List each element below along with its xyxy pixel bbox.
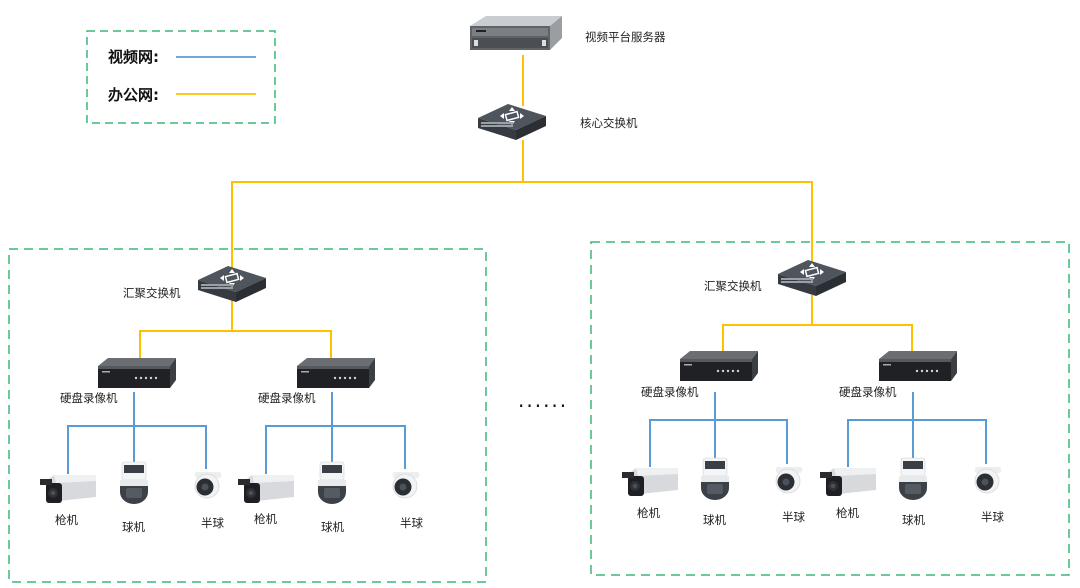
dome-camera-icon	[392, 471, 420, 499]
dome-camera-icon	[775, 466, 803, 494]
aggregation-switch-label: 汇聚交换机	[704, 279, 762, 293]
camera-dome[interactable]: 半球	[974, 466, 1005, 524]
nvr-icon	[98, 358, 176, 388]
camera-label: 球机	[902, 513, 925, 527]
server-label: 视频平台服务器	[585, 30, 666, 44]
bullet-camera-icon	[40, 475, 96, 503]
server-node[interactable]: 视频平台服务器	[470, 16, 666, 50]
link-nvr-cameras	[265, 425, 406, 474]
camera-ptz[interactable]: 球机	[317, 461, 347, 534]
link-agg2-nvr1	[722, 295, 813, 354]
camera-label: 半球	[782, 510, 805, 524]
legend-label-video: 视频网:	[108, 48, 159, 66]
nvr-label: 硬盘录像机	[258, 391, 316, 405]
nvr-node[interactable]: 硬盘录像机	[60, 358, 176, 405]
camera-ptz[interactable]: 球机	[119, 461, 149, 534]
link-agg1-nvr2	[232, 330, 332, 360]
camera-ptz[interactable]: 球机	[700, 457, 730, 527]
nvr-icon	[680, 351, 758, 381]
nvr-icon	[297, 358, 375, 388]
aggregation-switch-node[interactable]: 汇聚交换机	[123, 265, 267, 303]
camera-bullet[interactable]: 枪机	[238, 475, 294, 526]
ptz-camera-icon	[700, 457, 730, 501]
group-2: 汇聚交换机 硬盘录像机 硬盘录像机 枪机 球机 半球 枪机	[622, 259, 1005, 527]
camera-label: 半球	[201, 516, 224, 530]
camera-label: 半球	[981, 510, 1004, 524]
group-1: 汇聚交换机 硬盘录像机 硬盘录像机 枪机 球机 半球 枪机	[40, 265, 424, 534]
link-agg2-nvr2	[812, 324, 913, 354]
group-box-1	[8, 248, 487, 583]
link-nvr-cameras	[649, 419, 788, 467]
aggregation-switch-label: 汇聚交换机	[123, 286, 181, 300]
dome-camera-icon	[194, 471, 222, 499]
camera-label: 枪机	[836, 506, 859, 520]
nvr-node[interactable]: 硬盘录像机	[839, 351, 957, 399]
office-network-links	[139, 55, 913, 360]
camera-bullet[interactable]: 枪机	[622, 468, 678, 520]
core-switch-icon	[477, 103, 547, 141]
group-box-2	[590, 241, 1070, 576]
nvr-node[interactable]: 硬盘录像机	[258, 358, 375, 405]
core-switch-label: 核心交换机	[580, 116, 638, 130]
bullet-camera-icon	[622, 468, 678, 496]
camera-label: 枪机	[254, 512, 277, 526]
camera-label: 半球	[400, 516, 423, 530]
nvr-node[interactable]: 硬盘录像机	[641, 351, 758, 399]
rack-server-icon	[470, 16, 562, 50]
camera-dome[interactable]: 半球	[194, 471, 225, 530]
aggregation-switch-node[interactable]: 汇聚交换机	[704, 259, 847, 297]
dome-camera-icon	[974, 466, 1002, 494]
camera-ptz[interactable]: 球机	[898, 457, 928, 527]
camera-label: 球机	[122, 520, 145, 534]
bullet-camera-icon	[238, 475, 294, 503]
ptz-camera-icon	[119, 461, 149, 505]
more-groups-ellipsis: ······	[518, 394, 568, 418]
camera-dome[interactable]: 半球	[392, 471, 424, 530]
camera-label: 枪机	[637, 506, 660, 520]
link-nvr-cameras	[847, 419, 987, 467]
nvr-icon	[879, 351, 957, 381]
camera-dome[interactable]: 半球	[775, 466, 806, 524]
ptz-camera-icon	[317, 461, 347, 505]
camera-label: 枪机	[55, 513, 78, 527]
nvr-label: 硬盘录像机	[641, 385, 699, 399]
core-switch-node[interactable]: 核心交换机	[477, 103, 638, 141]
video-network-links	[67, 392, 987, 474]
nvr-label: 硬盘录像机	[839, 385, 897, 399]
nvr-label: 硬盘录像机	[60, 391, 118, 405]
link-trunk-aggregation	[231, 181, 813, 282]
link-nvr-cameras	[67, 425, 207, 474]
camera-label: 球机	[703, 513, 726, 527]
ptz-camera-icon	[898, 457, 928, 501]
link-agg1-nvr1	[139, 300, 233, 360]
bullet-camera-icon	[820, 468, 876, 496]
legend-label-office: 办公网:	[108, 86, 159, 104]
legend: 视频网: 办公网:	[86, 30, 276, 124]
camera-bullet[interactable]: 枪机	[40, 475, 96, 527]
camera-bullet[interactable]: 枪机	[820, 468, 876, 520]
aggregation-switch-icon	[197, 265, 267, 303]
aggregation-switch-icon	[777, 259, 847, 297]
legend-border	[86, 30, 276, 124]
camera-label: 球机	[321, 520, 344, 534]
